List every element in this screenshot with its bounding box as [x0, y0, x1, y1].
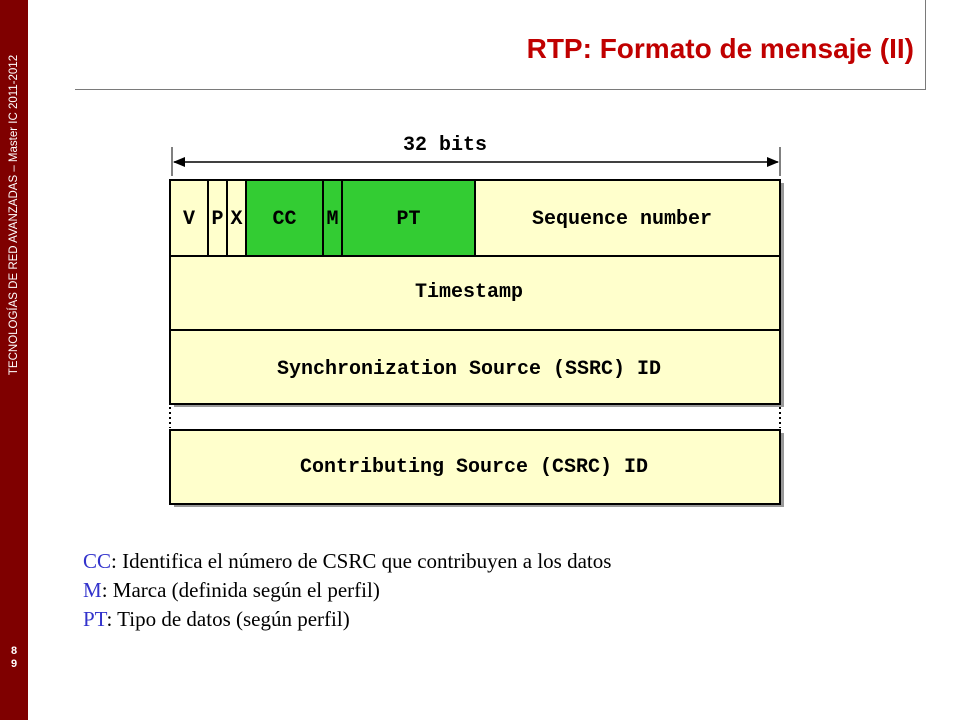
field-ssrc: [169, 329, 781, 405]
legend-key: CC: [83, 549, 112, 573]
title-horizontal-rule: [75, 89, 926, 90]
legend-key: M: [83, 578, 102, 602]
field-cc: [245, 179, 324, 257]
legend-item-m: M: Marca (definida según el perfil): [83, 576, 611, 605]
field-cc-label: CC: [272, 208, 296, 231]
field-sequence-number-label: Sequence number: [532, 208, 712, 231]
title-vertical-rule: [925, 0, 926, 90]
page-number: 8 9: [0, 645, 28, 671]
legend: CC: Identifica el número de CSRC que con…: [83, 547, 611, 634]
field-p-label: P: [211, 208, 223, 231]
sidebar: TECNOLOGÍAS DE RED AVANZADAS – Master IC…: [0, 0, 28, 720]
page-digit-1: 8: [10, 645, 18, 657]
legend-text: : Identifica el número de CSRC que contr…: [111, 549, 612, 573]
legend-key: PT: [83, 607, 107, 631]
field-sequence-number: [474, 179, 781, 257]
field-m-label: M: [326, 208, 338, 231]
field-csrc: [169, 429, 781, 505]
width-label: 32 bits: [403, 134, 487, 157]
legend-item-cc: CC: Identifica el número de CSRC que con…: [83, 547, 611, 576]
field-x-label: X: [230, 208, 242, 231]
field-v-label: V: [183, 208, 195, 231]
field-pt-label: PT: [396, 208, 420, 231]
legend-item-pt: PT: Tipo de datos (según perfil): [83, 605, 611, 634]
slide-title: RTP: Formato de mensaje (II): [526, 33, 914, 64]
legend-text: : Marca (definida según el perfil): [101, 578, 380, 602]
field-csrc-label: Contributing Source (CSRC) ID: [300, 456, 648, 479]
field-timestamp-label: Timestamp: [415, 281, 523, 304]
legend-text: : Tipo de datos (según perfil): [106, 607, 350, 631]
page-digit-2: 9: [10, 658, 18, 670]
field-ssrc-label: Synchronization Source (SSRC) ID: [277, 358, 661, 381]
field-pt: [341, 179, 476, 257]
